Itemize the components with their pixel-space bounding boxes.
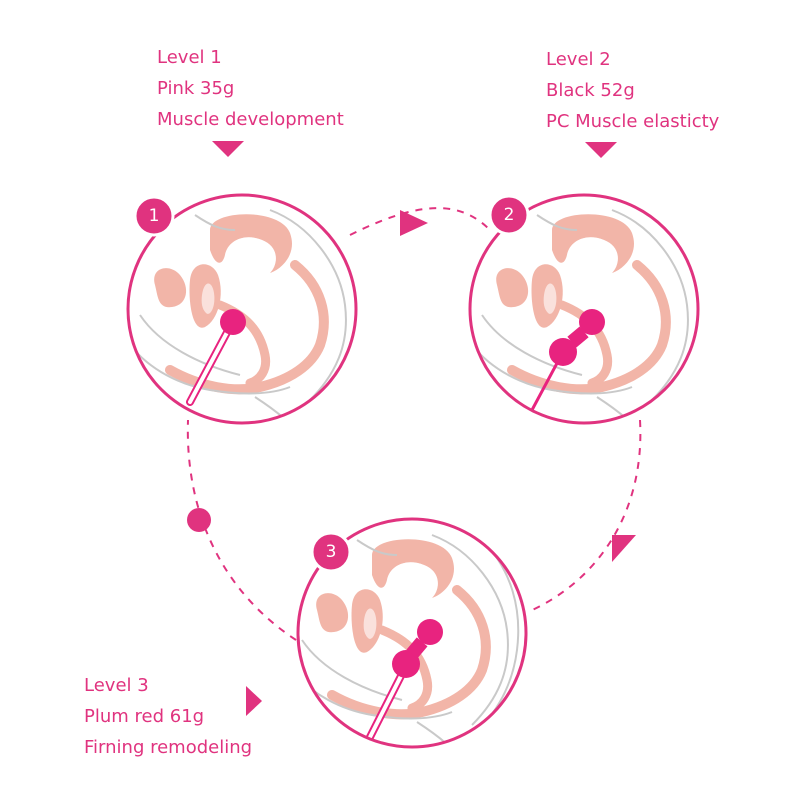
level-1-badge-number: 1 — [149, 206, 160, 226]
level-1-label: Level 1 Pink 35g Muscle development — [157, 42, 344, 135]
level-3-badge — [310, 531, 352, 573]
pointer-down-icon — [585, 142, 617, 158]
level-3-illustration: 3 — [296, 517, 528, 749]
pointer-right-icon — [246, 686, 262, 716]
connector-arc-3-to-1 — [186, 419, 297, 641]
level-2-benefit: PC Muscle elasticty — [546, 111, 720, 132]
level-1-badge — [133, 195, 175, 237]
arrow-right-icon — [400, 210, 428, 236]
level-2-badge-number: 2 — [504, 205, 515, 225]
cycle-dot-icon — [187, 508, 211, 532]
arrow-down-icon — [612, 535, 636, 562]
connector-arc-2-to-3 — [527, 419, 642, 613]
level-3-weight: Plum red 61g — [84, 706, 205, 727]
level-1-title: Level 1 — [157, 47, 222, 68]
connector-arc-1-to-2 — [349, 207, 491, 236]
level-3-label: Level 3 Plum red 61g Firning remodeling — [84, 670, 252, 763]
level-2-illustration: 2 — [468, 193, 700, 425]
level-2-badge — [488, 194, 530, 236]
level-3-badge-number: 3 — [326, 542, 337, 562]
level-2-weight: Black 52g — [546, 80, 635, 101]
level-3-benefit: Firning remodeling — [84, 737, 253, 758]
pointer-down-icon — [212, 141, 244, 157]
level-1-illustration: 1 — [126, 193, 358, 425]
level-1-weight: Pink 35g — [157, 78, 235, 99]
level-3-title: Level 3 — [84, 675, 149, 696]
level-2-title: Level 2 — [546, 49, 611, 70]
level-2-label: Level 2 Black 52g PC Muscle elasticty — [546, 44, 719, 137]
level-1-benefit: Muscle development — [157, 109, 344, 130]
